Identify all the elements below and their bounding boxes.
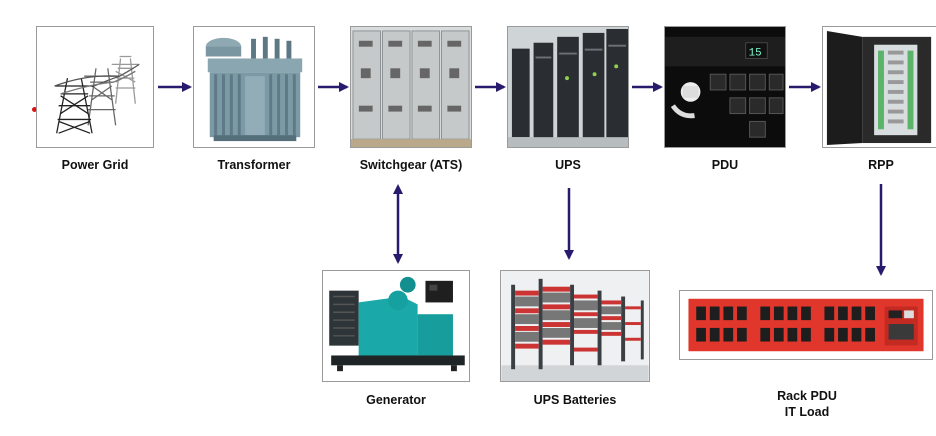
pdu-label: PDU [711,158,739,172]
rack-pdu-label-line2: IT Load [784,405,830,419]
ups-batteries-node [500,270,650,382]
transformer-label: Transformer [217,158,291,172]
generator-label: Generator [366,393,426,407]
pdu-outlet-icon: 15 [665,27,785,147]
ups-server-rack-icon [508,27,628,147]
switchgear-node [350,26,472,148]
ups-label: UPS [555,158,581,172]
transformer-node [193,26,315,148]
rpp-label: RPP [868,158,894,172]
svg-text:15: 15 [749,48,762,60]
rack-pdu-label-line1: Rack PDU [777,389,837,403]
red-marker-dot [32,107,37,112]
switchgear-label: Switchgear (ATS) [359,158,463,172]
rpp-cabinet-icon [823,27,936,147]
transformer-icon [194,27,314,147]
ups-node [507,26,629,148]
rpp-node [822,26,936,148]
pdu-node: 15 [664,26,786,148]
rack-pdu-node [679,290,933,360]
battery-rack-icon [501,271,649,381]
generator-node [322,270,470,382]
power-tower-icon [54,55,140,134]
power-grid-node [36,26,154,148]
generator-icon [323,271,469,381]
power-grid-label: Power Grid [61,158,129,172]
rack-pdu-icon [682,291,930,359]
rack-pdu-label: Rack PDU IT Load [739,388,875,420]
ups-batteries-label: UPS Batteries [533,393,617,407]
switchgear-cabinet-icon [351,27,471,147]
